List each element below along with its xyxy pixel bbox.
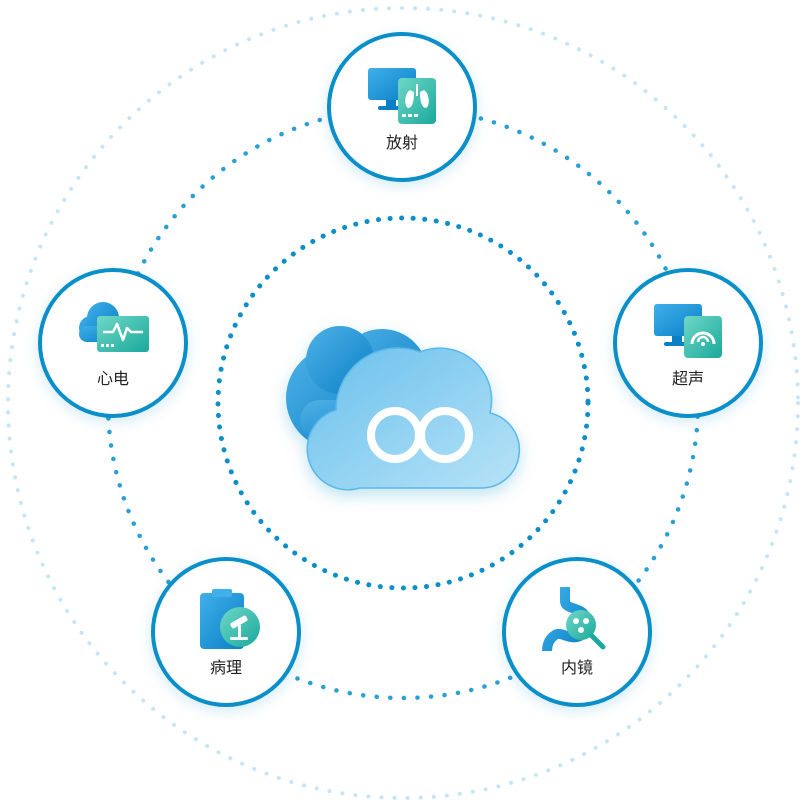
node-ecg[interactable]: 心电 (38, 268, 188, 418)
node-ultrasound[interactable]: 超声 (613, 268, 763, 418)
monitor-ultrasound-icon (654, 304, 722, 358)
node-label-radiology: 放射 (385, 133, 418, 152)
outer-dotted-ring (6, 6, 800, 800)
cloud-infinity-icon (286, 326, 521, 491)
inner-dotted-ring (215, 215, 591, 591)
node-label-ultrasound: 超声 (671, 369, 704, 388)
cloud-ecg-icon (79, 302, 149, 352)
node-endoscopy[interactable]: 内镜 (502, 557, 652, 707)
monitor-lungs-icon (368, 68, 436, 124)
node-label-pathology: 病理 (209, 658, 242, 677)
node-label-ecg: 心电 (96, 369, 129, 388)
node-label-endoscopy: 内镜 (560, 658, 593, 677)
clipboard-microscope-icon (200, 589, 260, 649)
node-radiology[interactable]: 放射 (327, 32, 477, 182)
node-pathology[interactable]: 病理 (151, 557, 301, 707)
stomach-magnifier-icon (542, 587, 606, 651)
